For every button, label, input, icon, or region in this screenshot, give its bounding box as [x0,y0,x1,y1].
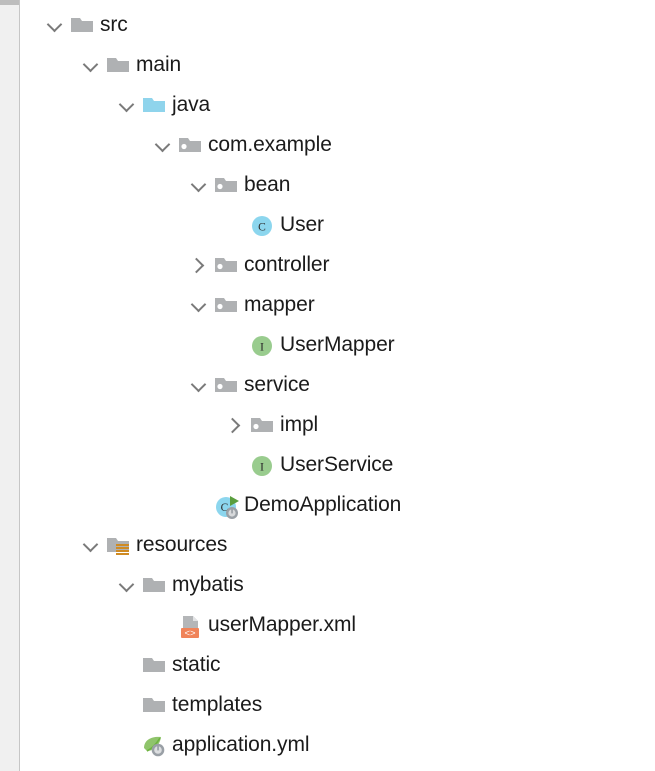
folder-icon [68,5,98,45]
folder-sources-icon [140,85,170,125]
java-interface-icon: I [248,325,278,365]
chevron-down-icon[interactable] [186,165,212,205]
twisty-spacer [186,485,212,525]
tool-strip-top-cap [0,0,19,5]
twisty-spacer [150,605,176,645]
tree-row-label: mapper [244,293,315,316]
chevron-right-icon[interactable] [186,245,212,285]
chevron-down-icon[interactable] [186,285,212,325]
java-class-icon: C [248,205,278,245]
tree-row[interactable]: I UserMapper [222,325,395,365]
twisty-spacer [114,645,140,685]
spring-boot-class-icon: C [212,485,242,525]
tree-row[interactable]: templates [114,685,262,725]
chevron-down-icon[interactable] [42,5,68,45]
tree-row[interactable]: mapper [186,285,315,325]
tree-row-label: templates [172,693,263,716]
package-icon [176,125,206,165]
twisty-spacer [222,325,248,365]
chevron-down-icon[interactable] [114,85,140,125]
chevron-down-icon[interactable] [78,45,104,85]
tree-row[interactable]: resources [78,525,227,565]
twisty-spacer [222,205,248,245]
tree-row[interactable]: main [78,45,181,85]
tree-row[interactable]: C DemoApplication [186,485,401,525]
folder-icon [140,685,170,725]
tree-row-label: impl [280,413,319,436]
tree-row[interactable]: java [114,85,210,125]
left-tool-window-strip: Structure [0,0,20,771]
tree-row-label: resources [136,533,228,556]
folder-icon [140,645,170,685]
twisty-spacer [114,725,140,765]
twisty-spacer [222,445,248,485]
tree-row[interactable]: application.yml [114,725,310,765]
tree-row-label: mybatis [172,573,244,596]
tree-row-label: src [100,13,128,36]
java-interface-icon: I [248,445,278,485]
chevron-down-icon[interactable] [150,125,176,165]
chevron-right-icon[interactable] [222,405,248,445]
tree-row[interactable]: static [114,645,221,685]
tree-row-label: service [244,373,310,396]
tree-row[interactable]: controller [186,245,329,285]
tree-row[interactable]: impl [222,405,318,445]
tree-row-label: java [172,93,211,116]
tree-row[interactable]: src [42,5,128,45]
tree-row[interactable]: service [186,365,310,405]
tree-row[interactable]: <> userMapper.xml [150,605,356,645]
tree-row[interactable]: bean [186,165,290,205]
tree-row[interactable]: I UserService [222,445,393,485]
chevron-down-icon[interactable] [114,565,140,605]
folder-resources-icon [104,525,134,565]
svg-text:C: C [258,222,266,234]
chevron-down-icon[interactable] [78,525,104,565]
xml-file-icon: <> [176,605,206,645]
chevron-down-icon[interactable] [186,365,212,405]
svg-text:I: I [260,340,264,354]
spring-yaml-icon [140,725,170,765]
tree-row-label: User [280,213,324,236]
package-icon [212,165,242,205]
folder-icon [140,565,170,605]
package-icon [248,405,278,445]
tree-row-label: UserMapper [280,333,395,356]
tree-row-label: controller [244,253,330,276]
svg-text:C: C [221,502,229,514]
twisty-spacer [114,685,140,725]
svg-text:I: I [260,460,264,474]
tree-row[interactable]: com.example [150,125,332,165]
package-icon [212,285,242,325]
tree-row-label: main [136,53,182,76]
tree-row-label: UserService [280,453,394,476]
tree-row-label: static [172,653,221,676]
package-icon [212,365,242,405]
tree-row[interactable]: mybatis [114,565,244,605]
tree-row-label: DemoApplication [244,493,402,516]
tree-row-label: com.example [208,133,332,156]
tree-row-label: bean [244,173,291,196]
tree-row-label: application.yml [172,733,310,756]
tree-row-label: userMapper.xml [208,613,356,636]
tree-row[interactable]: C User [222,205,324,245]
package-icon [212,245,242,285]
folder-icon [104,45,134,85]
svg-text:<>: <> [184,628,196,639]
